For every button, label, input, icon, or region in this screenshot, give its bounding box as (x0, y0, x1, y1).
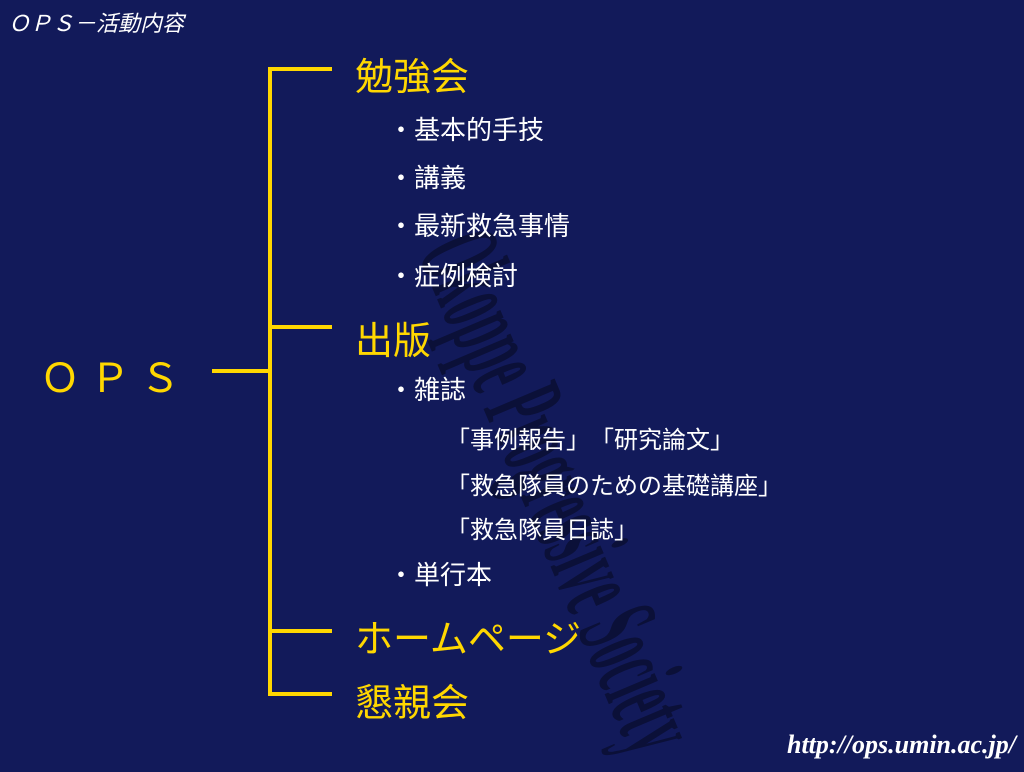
study-item-latest-emergency: ・最新救急事情 (388, 212, 571, 242)
root-label-ops: ＯＰＳ (40, 356, 190, 402)
connector-root-line (212, 369, 270, 373)
branch-study-meeting: 勉強会 (355, 55, 470, 99)
branch-social-gathering: 懇親会 (355, 681, 470, 725)
connector-branch-publish (268, 325, 332, 329)
study-item-case-review: ・症例検討 (388, 262, 519, 292)
magazine-sub-diary: 「救急隊員日誌」 (446, 516, 638, 544)
branch-publishing: 出版 (355, 319, 432, 363)
connector-branch-social (268, 692, 332, 696)
study-item-basic-technique: ・基本的手技 (388, 116, 545, 146)
connector-branch-homepage (268, 629, 332, 633)
publish-item-book: ・単行本 (388, 561, 493, 591)
magazine-sub-basic-course: 「救急隊員のための基礎講座」 (446, 472, 782, 500)
connector-vertical-line (268, 67, 272, 696)
connector-branch-study (268, 67, 332, 71)
site-url-link[interactable]: http://ops.umin.ac.jp/ (787, 730, 1016, 759)
publish-item-magazine: ・雑誌 (388, 376, 467, 406)
slide-title: ＯＰＳ－活動内容 (8, 12, 185, 37)
magazine-sub-case-research: 「事例報告」 「研究論文」 (446, 426, 734, 454)
branch-homepage: ホームページ (355, 617, 582, 661)
study-item-lecture: ・講義 (388, 164, 467, 194)
